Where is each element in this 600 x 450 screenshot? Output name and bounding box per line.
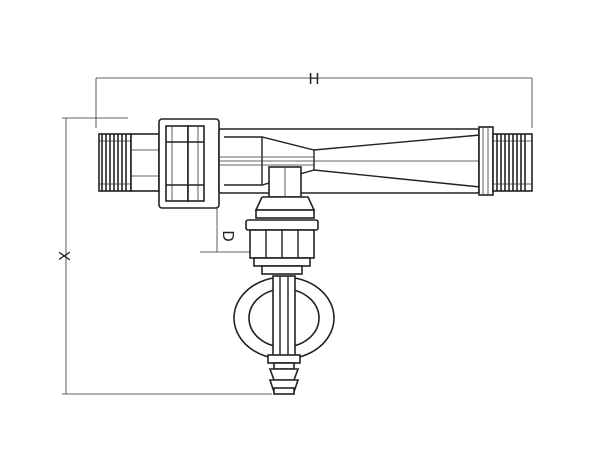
check-valve-nut <box>245 219 319 275</box>
hose-barb <box>268 362 300 395</box>
dimension-x: X <box>56 117 272 395</box>
dimension-h: H <box>95 70 533 128</box>
inlet-thread <box>98 133 132 192</box>
dimension-x-label: X <box>56 251 74 261</box>
union-nut <box>130 118 220 209</box>
dimension-d-label: D <box>219 230 237 242</box>
outlet-thread <box>492 133 533 192</box>
suction-port <box>254 166 316 219</box>
valve-handle <box>233 275 335 364</box>
dimension-h-label: H <box>308 70 319 88</box>
outlet-collar <box>478 126 494 196</box>
venturi-body <box>218 128 481 194</box>
